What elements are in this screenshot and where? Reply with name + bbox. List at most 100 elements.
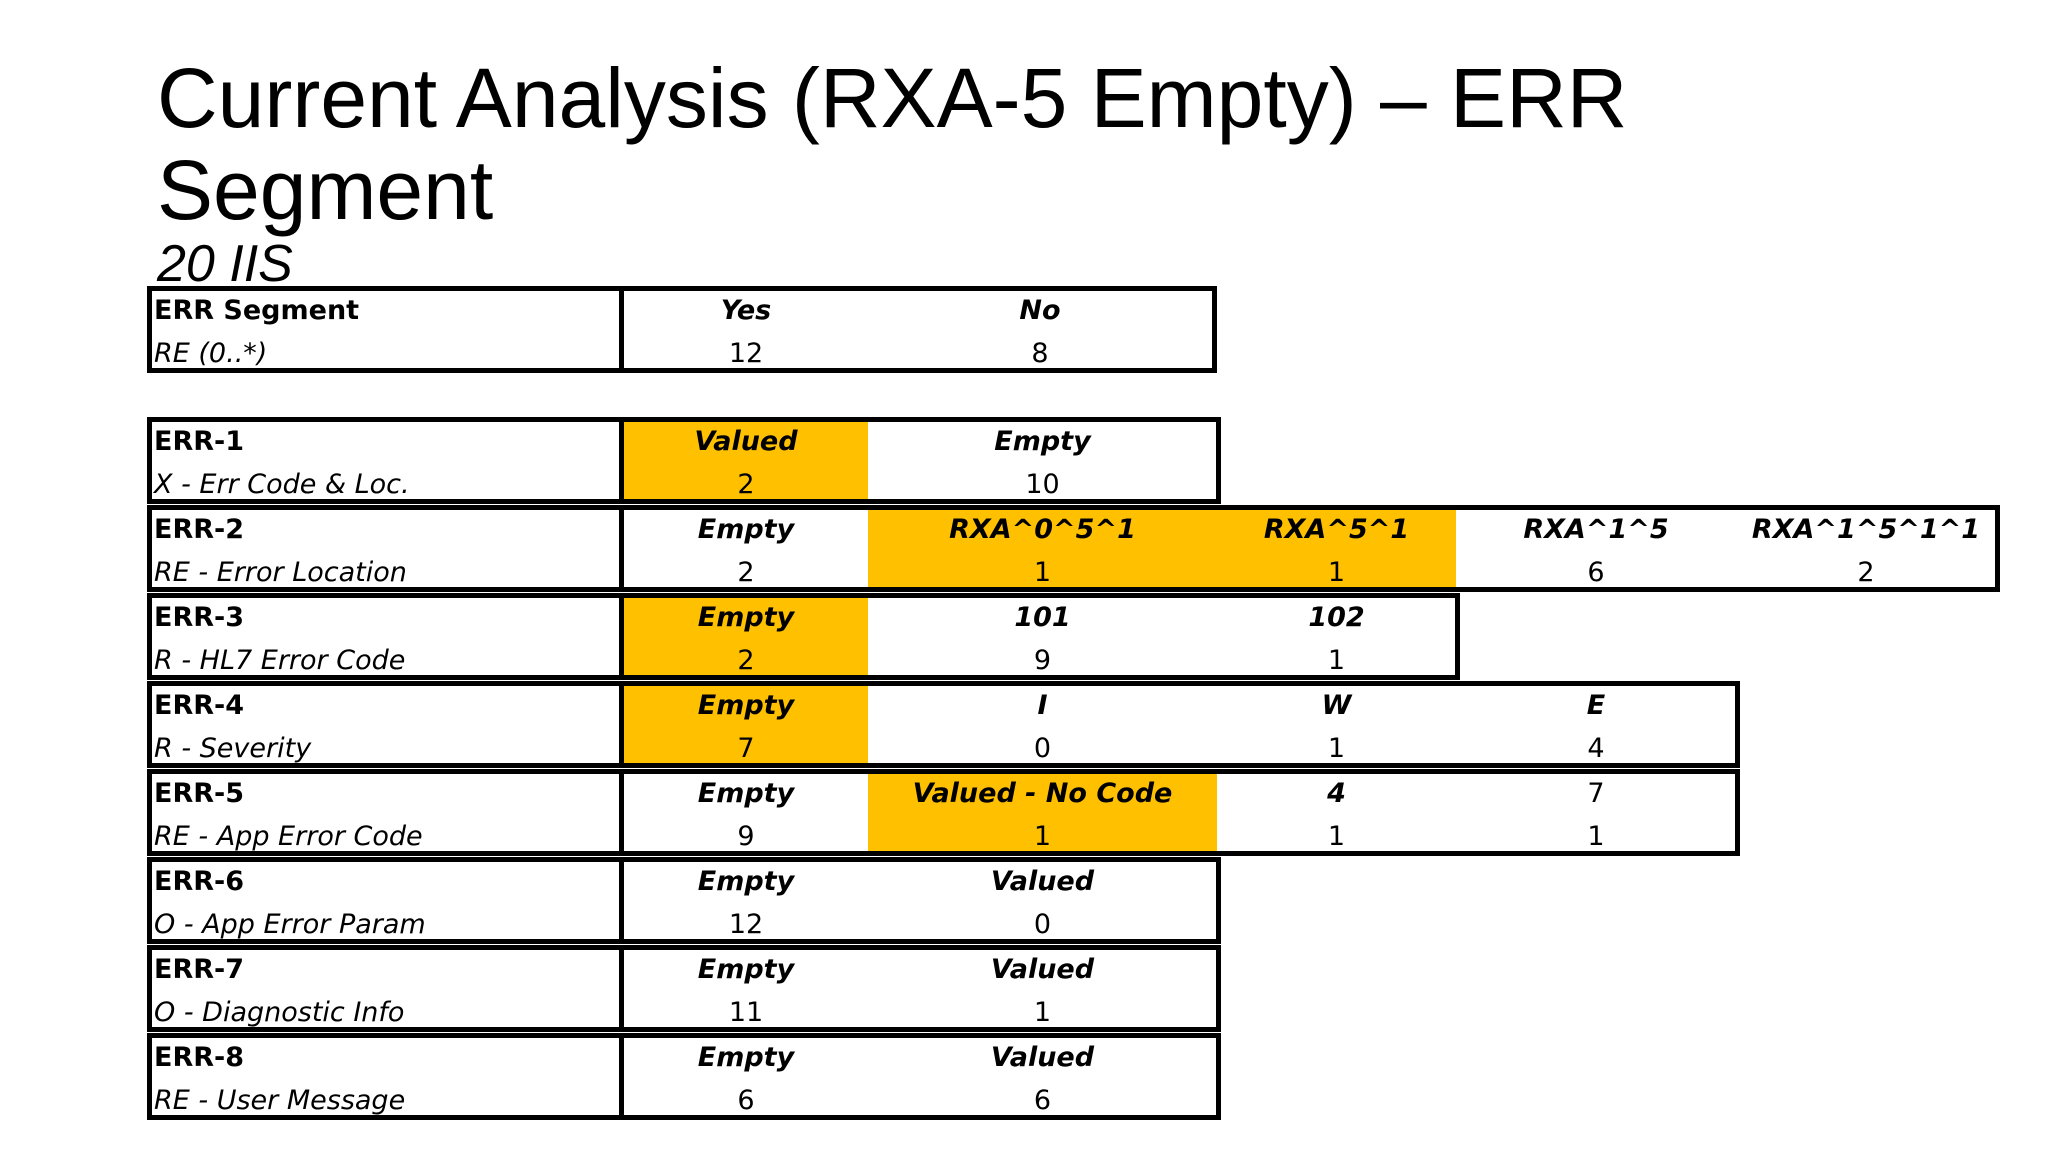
err-8-row-id: ERR-8 bbox=[154, 1042, 245, 1073]
err-3-row-id: ERR-3 bbox=[154, 602, 245, 633]
err-7-row-col-2: Valued 1 bbox=[868, 950, 1217, 1028]
err-2-row-col-4: RXA^1^5 6 bbox=[1456, 510, 1736, 588]
err-5-row-col-1-count: 9 bbox=[737, 821, 755, 852]
err-5-row-col-4-count: 1 bbox=[1587, 821, 1605, 852]
err-2-row-col-2-count: 1 bbox=[1033, 557, 1052, 588]
err-6-row-col-2-header: Valued bbox=[990, 866, 1095, 897]
err-8-row-label-cell: ERR-8 RE - User Message bbox=[147, 1033, 624, 1120]
slide-title: Current Analysis (RXA-5 Empty) – ERR Seg… bbox=[157, 51, 1628, 237]
err-8-row-col-1: Empty 6 bbox=[624, 1038, 868, 1116]
err-1-row-col-2-count: 10 bbox=[1025, 469, 1060, 500]
err-8-row-col-1-count: 6 bbox=[737, 1085, 755, 1116]
err-2-row-col-3-header: RXA^5^1 bbox=[1263, 514, 1410, 545]
err-2-row-col-4-header: RXA^1^5 bbox=[1523, 514, 1669, 545]
err-3-row-values-box bbox=[619, 593, 1460, 680]
err-2-row-col-3-count: 1 bbox=[1327, 557, 1346, 588]
err-7-row-col-1-header: Empty bbox=[697, 954, 795, 985]
err-6-row-description: O - App Error Param bbox=[154, 909, 426, 940]
err-3-row-col-1-count: 2 bbox=[737, 645, 755, 676]
err-3-row-description: R - HL7 Error Code bbox=[154, 645, 406, 676]
summary-row-col-1-header: Yes bbox=[720, 295, 772, 326]
err-4-row-col-4-header: E bbox=[1586, 690, 1606, 721]
err-6-row-id: ERR-6 bbox=[154, 866, 245, 897]
err-4-row-id: ERR-4 bbox=[154, 690, 245, 721]
err-1-row-id: ERR-1 bbox=[154, 426, 245, 457]
err-2-row-col-2: RXA^0^5^1 1 bbox=[868, 510, 1217, 588]
err-8-row-col-2-header: Valued bbox=[990, 1042, 1095, 1073]
err-3-row-col-2-count: 9 bbox=[1033, 645, 1052, 676]
summary-row-description: RE (0..*) bbox=[154, 338, 268, 369]
err-1-row-col-1: Valued 2 bbox=[624, 422, 868, 500]
err-4-row-col-3-header: W bbox=[1321, 690, 1352, 721]
err-1-row-col-2-header: Empty bbox=[994, 426, 1091, 457]
err-1-row-col-1-count: 2 bbox=[737, 469, 755, 500]
err-5-row-col-2-header: Valued - No Code bbox=[912, 778, 1173, 809]
err-2-row-col-5-count: 2 bbox=[1857, 557, 1875, 588]
err-5-row-col-3-count: 1 bbox=[1327, 821, 1346, 852]
err-7-row-label-cell: ERR-7 O - Diagnostic Info bbox=[147, 945, 624, 1032]
err-6-row-col-2-count: 0 bbox=[1033, 909, 1052, 940]
err-3-row-col-2-header: 101 bbox=[1014, 602, 1071, 633]
err-2-row-col-1-header: Empty bbox=[697, 514, 795, 545]
err-2-row-col-3: RXA^5^1 1 bbox=[1217, 510, 1456, 588]
err-7-row-values-box bbox=[619, 945, 1221, 1032]
err-6-row-col-1-count: 12 bbox=[728, 909, 764, 940]
err-1-row-col-2: Empty 10 bbox=[868, 422, 1217, 500]
err-3-row-col-3-header: 102 bbox=[1308, 602, 1365, 633]
slide-subtitle: 20 IIS bbox=[157, 235, 293, 293]
err-2-row-col-2-header: RXA^0^5^1 bbox=[949, 514, 1136, 545]
err-6-row-label-cell: ERR-6 O - App Error Param bbox=[147, 857, 624, 944]
err-4-row-col-2-header: I bbox=[1037, 690, 1048, 721]
summary-row-col-2-header: No bbox=[1019, 295, 1061, 326]
err-7-row-description: O - Diagnostic Info bbox=[154, 997, 405, 1028]
err-8-row-values-box bbox=[619, 1033, 1221, 1120]
err-1-row-values-box bbox=[619, 417, 1221, 504]
err-8-row-col-2-count: 6 bbox=[1033, 1085, 1052, 1116]
err-2-row-col-1: Empty 2 bbox=[624, 510, 868, 588]
err-6-row-col-1: Empty 12 bbox=[624, 862, 868, 940]
err-4-row-values-box bbox=[619, 681, 1740, 768]
err-2-row-id: ERR-2 bbox=[154, 514, 245, 545]
err-8-row-col-1-header: Empty bbox=[697, 1042, 795, 1073]
err-5-row-id: ERR-5 bbox=[154, 778, 245, 809]
err-2-row-label-cell: ERR-2 RE - Error Location bbox=[147, 505, 624, 592]
err-7-row-col-1: Empty 11 bbox=[624, 950, 868, 1028]
summary-row-id: ERR Segment bbox=[154, 295, 360, 326]
err-2-row-col-1-count: 2 bbox=[737, 557, 755, 588]
err-7-row-col-2-header: Valued bbox=[990, 954, 1095, 985]
err-1-row-col-1-header: Valued bbox=[694, 426, 798, 457]
err-4-row-label-cell: ERR-4 R - Severity bbox=[147, 681, 624, 768]
err-4-row-col-1-count: 7 bbox=[737, 733, 755, 764]
err-6-row-col-1-header: Empty bbox=[697, 866, 795, 897]
err-7-row-col-1-count: 11 bbox=[728, 997, 764, 1028]
err-5-row-values-box bbox=[619, 769, 1740, 856]
err-4-row-col-4-count: 4 bbox=[1587, 733, 1605, 764]
err-2-row-description: RE - Error Location bbox=[154, 557, 407, 588]
err-7-row-col-2-count: 1 bbox=[1033, 997, 1052, 1028]
err-4-row-col-2-count: 0 bbox=[1033, 733, 1052, 764]
err-4-row-description: R - Severity bbox=[154, 733, 312, 764]
err-7-row-id: ERR-7 bbox=[154, 954, 245, 985]
err-3-row-label-cell: ERR-3 R - HL7 Error Code bbox=[147, 593, 624, 680]
err-5-row-col-3-header: 4 bbox=[1327, 778, 1346, 809]
summary-row-label-cell: ERR Segment RE (0..*) bbox=[147, 286, 624, 373]
err-6-row-col-2: Valued 0 bbox=[868, 862, 1217, 940]
err-2-row-col-4-count: 6 bbox=[1587, 557, 1605, 588]
err-5-row-col-4-header: 7 bbox=[1587, 778, 1605, 809]
err-2-row-values-box bbox=[619, 505, 2000, 592]
err-8-row-description: RE - User Message bbox=[154, 1085, 406, 1116]
